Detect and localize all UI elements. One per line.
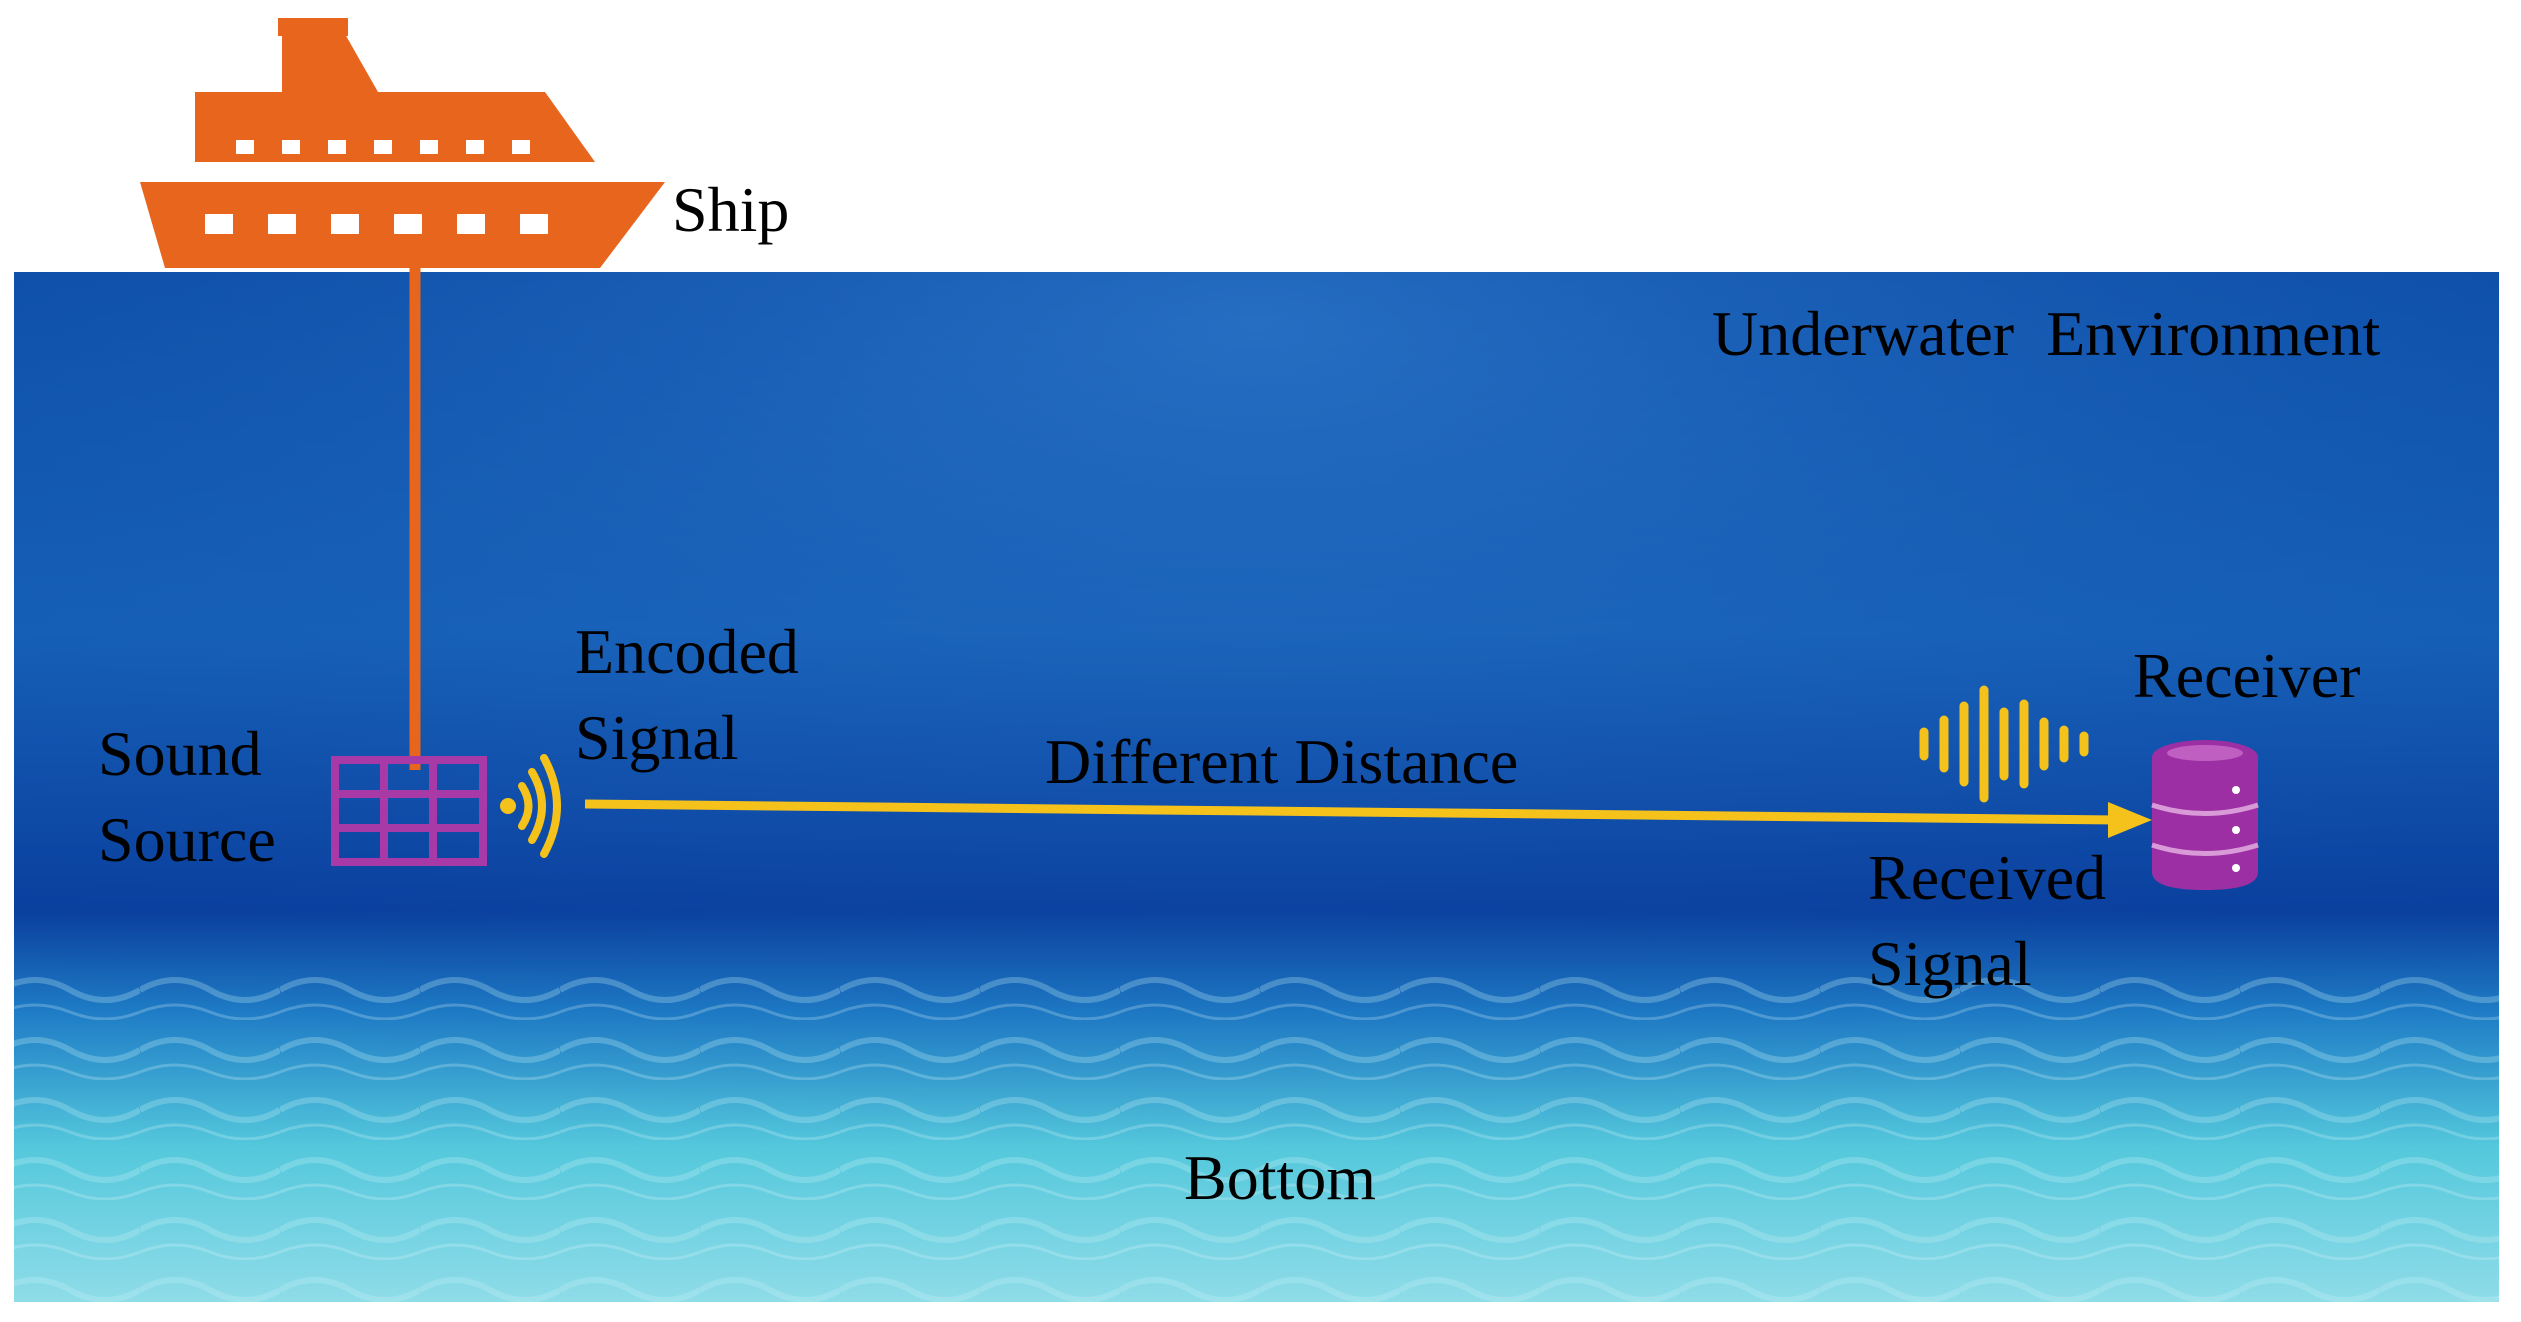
ship-label: Ship	[672, 174, 790, 245]
received-signal-label-line1: Received	[1868, 842, 2107, 913]
sound-source-icon	[331, 756, 487, 866]
receiver-label: Receiver	[2133, 640, 2361, 711]
waveform-icon	[1919, 685, 2089, 803]
encoded-signal-label-line1: Encoded	[575, 616, 799, 687]
receiver-database-icon	[2151, 740, 2259, 890]
ship-icon	[140, 18, 665, 268]
received-signal-label-line2: Signal	[1868, 928, 2032, 999]
sound-source-label-line2: Source	[98, 804, 276, 875]
sound-source-label-line1: Sound	[98, 718, 262, 789]
environment-label: Underwater Environment	[1712, 298, 2381, 369]
bottom-label: Bottom	[1184, 1142, 1377, 1213]
encoded-signal-label-line2: Signal	[575, 702, 739, 773]
water-background	[14, 272, 2499, 1302]
signal-arrow	[584, 799, 2152, 838]
broadcast-waves-icon	[500, 754, 561, 858]
distance-label: Different Distance	[1045, 726, 1519, 797]
